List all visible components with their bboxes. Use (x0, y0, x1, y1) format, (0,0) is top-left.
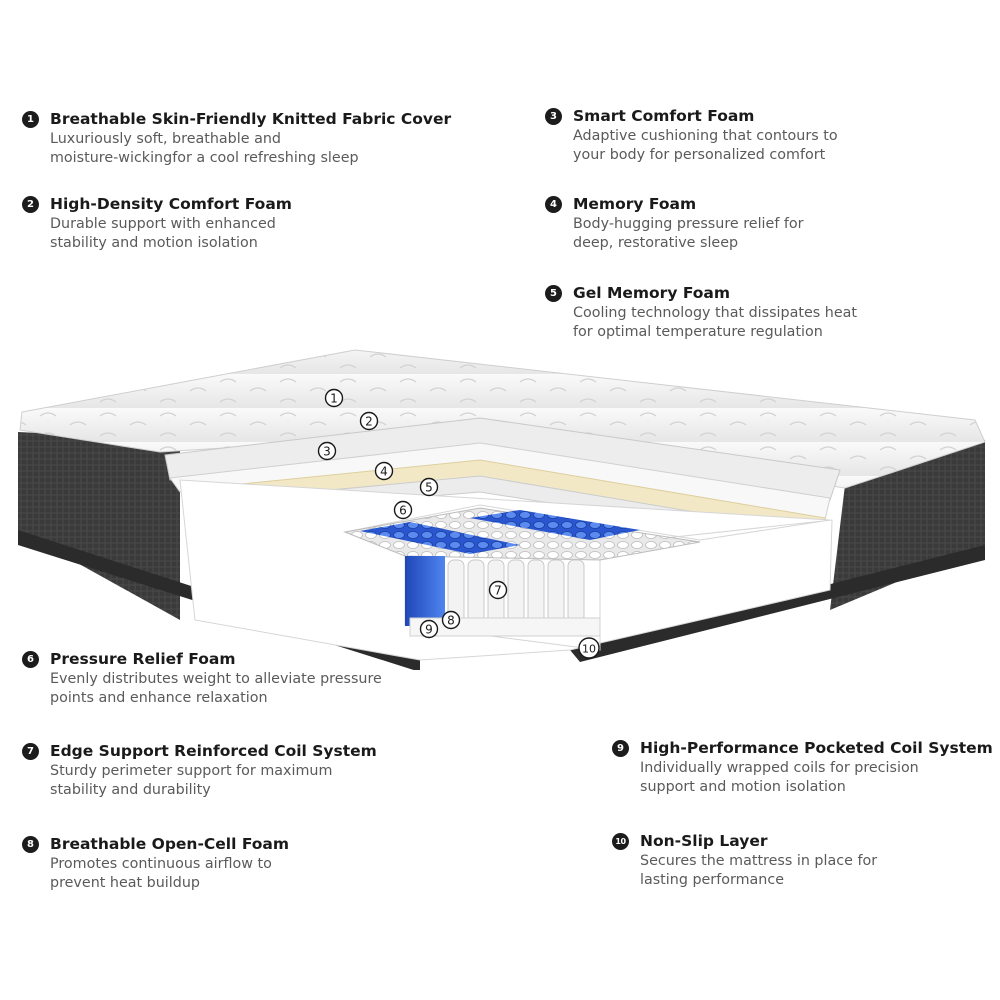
feature-description-line: Durable support with enhanced (50, 216, 276, 232)
svg-text:5: 5 (425, 481, 433, 495)
callout-markers: 1 2 3 4 5 6 7 8 9 10 (317, 388, 600, 659)
callout-marker: 4 (374, 461, 394, 481)
feature-description-line: deep, restorative sleep (573, 235, 739, 251)
feature-description-line: stability and motion isolation (50, 235, 258, 251)
feature-title: Edge Support Reinforced Coil System (50, 742, 377, 760)
number-badge: 2 (22, 195, 39, 213)
number-badge: 7 (22, 742, 39, 760)
feature-7: 7 Edge Support Reinforced Coil System Stu… (22, 740, 377, 800)
feature-4: 4 Memory Foam Body-hugging pressure relie… (545, 193, 804, 253)
feature-description-line: moisture-wickingfor a cool refreshing sl… (50, 150, 359, 166)
feature-description-line: Cooling technology that dissipates heat (573, 305, 857, 321)
svg-text:7: 7 (494, 584, 502, 598)
callout-marker: 10 (578, 637, 600, 659)
feature-2: 2 High-Density Comfort Foam Durable suppo… (22, 193, 292, 253)
svg-text:9: 9 (425, 623, 433, 637)
feature-description-line: Promotes continuous airflow to (50, 856, 272, 872)
feature-1: 1 Breathable Skin-Friendly Knitted Fabric… (22, 108, 451, 168)
feature-6: 6 Pressure Relief Foam Evenly distributes… (22, 648, 382, 708)
svg-text:6: 6 (399, 504, 407, 518)
callout-marker: 7 (488, 580, 508, 600)
feature-description-line: Body-hugging pressure relief for (573, 216, 804, 232)
side-fabric-right (830, 440, 985, 610)
blue-coil-band (470, 510, 640, 540)
number-badge: 5 (545, 284, 562, 302)
feature-5: 5 Gel Memory Foam Cooling technology that… (545, 282, 857, 342)
feature-10: 10 Non-Slip Layer Secures the mattress in… (612, 830, 877, 890)
feature-title: Gel Memory Foam (573, 284, 731, 302)
feature-9: 9 High-Performance Pocketed Coil System I… (612, 737, 993, 797)
number-badge: 9 (612, 739, 629, 757)
feature-title: Breathable Skin-Friendly Knitted Fabric … (50, 110, 452, 128)
callout-marker: 5 (419, 477, 439, 497)
svg-text:2: 2 (365, 415, 373, 429)
feature-description-line: for optimal temperature regulation (573, 324, 823, 340)
feature-description-line: support and motion isolation (640, 779, 846, 795)
feature-description-line: Luxuriously soft, breathable and (50, 131, 281, 147)
number-badge: 10 (612, 832, 629, 850)
callout-marker: 1 (324, 388, 344, 408)
feature-title: Non-Slip Layer (640, 832, 768, 850)
feature-8: 8 Breathable Open-Cell Foam Promotes cont… (22, 833, 289, 893)
blue-coil-band (360, 522, 520, 554)
feature-title: High-Density Comfort Foam (50, 195, 292, 213)
callout-marker: 9 (419, 619, 439, 639)
callout-marker: 6 (393, 500, 413, 520)
feature-description-line: Secures the mattress in place for (640, 853, 878, 869)
feature-3: 3 Smart Comfort Foam Adaptive cushioning … (545, 105, 838, 165)
feature-title: Pressure Relief Foam (50, 650, 236, 668)
number-badge: 6 (22, 650, 39, 668)
feature-description-line: Adaptive cushioning that contours to (573, 128, 838, 144)
svg-text:10: 10 (582, 643, 596, 656)
callout-marker: 8 (441, 610, 461, 630)
feature-title: High-Performance Pocketed Coil System (640, 739, 993, 757)
callout-marker: 3 (317, 441, 337, 461)
number-badge: 8 (22, 835, 39, 853)
svg-text:8: 8 (447, 614, 455, 628)
number-badge: 3 (545, 107, 562, 125)
feature-description-line: your body for personalized comfort (573, 147, 826, 163)
number-badge: 1 (22, 110, 39, 128)
number-badge: 4 (545, 195, 562, 213)
feature-description-line: stability and durability (50, 782, 211, 798)
quilted-cover (19, 349, 986, 489)
svg-text:1: 1 (330, 392, 338, 406)
feature-description-line: Individually wrapped coils for precision (640, 760, 919, 776)
feature-description-line: prevent heat buildup (50, 875, 200, 891)
svg-text:4: 4 (380, 465, 388, 479)
feature-description-line: Sturdy perimeter support for maximum (50, 763, 333, 779)
callout-marker: 2 (359, 411, 379, 431)
edge-coil-column (405, 556, 445, 626)
feature-title: Breathable Open-Cell Foam (50, 835, 290, 853)
feature-description-line: lasting performance (640, 872, 785, 888)
feature-description-line: points and enhance relaxation (50, 690, 268, 706)
feature-description-line: Evenly distributes weight to alleviate p… (50, 671, 382, 687)
pocket-coil-bed (343, 507, 701, 561)
feature-title: Smart Comfort Foam (573, 107, 755, 125)
svg-text:3: 3 (323, 445, 331, 459)
mattress-cutaway-illustration (18, 349, 986, 670)
feature-title: Memory Foam (573, 195, 697, 213)
